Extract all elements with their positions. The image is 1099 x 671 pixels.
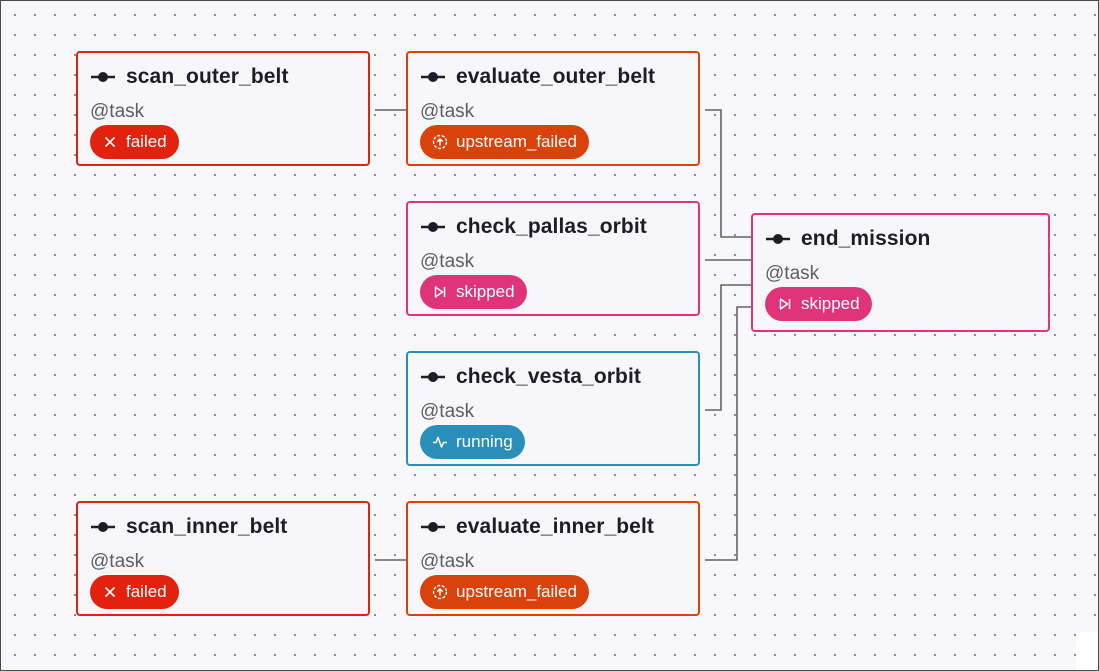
- task-decorator-label: @task: [420, 251, 475, 272]
- task-decorator-label: @task: [420, 551, 475, 572]
- task-node-icon: [421, 72, 445, 82]
- task-node-evaluate-inner-belt[interactable]: evaluate_inner_belt @task upstream_faile…: [406, 501, 700, 616]
- status-badge: skipped: [765, 287, 872, 321]
- status-badge: running: [420, 425, 525, 459]
- task-title: check_vesta_orbit: [456, 365, 641, 388]
- task-node-icon: [421, 222, 445, 232]
- edge-evaluate-inner-to-end: [705, 306, 752, 561]
- edge-evaluate-outer-to-end: [705, 109, 752, 238]
- status-badge: failed: [90, 575, 179, 609]
- status-badge: failed: [90, 125, 179, 159]
- task-decorator-label: @task: [90, 101, 145, 122]
- status-badge: upstream_failed: [420, 125, 589, 159]
- task-node-icon: [421, 372, 445, 382]
- task-node-check-vesta-orbit[interactable]: check_vesta_orbit @task running: [406, 351, 700, 466]
- skip-icon: [434, 286, 446, 298]
- task-decorator-label: @task: [765, 263, 820, 284]
- skip-icon: [779, 298, 791, 310]
- task-decorator-label: @task: [420, 401, 475, 422]
- task-node-scan-inner-belt[interactable]: scan_inner_belt @task failed: [76, 501, 370, 616]
- task-node-evaluate-outer-belt[interactable]: evaluate_outer_belt @task upstream_faile…: [406, 51, 700, 166]
- task-node-icon: [91, 72, 115, 82]
- canvas-corner: [1076, 632, 1098, 670]
- status-label: upstream_failed: [456, 132, 577, 151]
- task-title: end_mission: [801, 227, 931, 250]
- task-decorator-label: @task: [90, 551, 145, 572]
- status-label: upstream_failed: [456, 582, 577, 601]
- task-title: evaluate_inner_belt: [456, 515, 654, 538]
- upstream-failed-icon: [432, 584, 448, 600]
- task-node-check-pallas-orbit[interactable]: check_pallas_orbit @task skipped: [406, 201, 700, 316]
- task-node-icon: [766, 234, 790, 244]
- task-title: scan_inner_belt: [126, 515, 288, 538]
- status-badge: skipped: [420, 275, 527, 309]
- status-label: running: [456, 432, 513, 451]
- status-label: skipped: [456, 282, 515, 301]
- task-node-end-mission[interactable]: end_mission @task skipped: [751, 213, 1050, 332]
- x-icon: [104, 586, 116, 598]
- task-node-icon: [421, 522, 445, 532]
- status-label: failed: [126, 582, 167, 601]
- task-title: evaluate_outer_belt: [456, 65, 656, 88]
- status-label: failed: [126, 132, 167, 151]
- activity-icon: [433, 436, 447, 448]
- task-node-icon: [91, 522, 115, 532]
- task-title: scan_outer_belt: [126, 65, 289, 88]
- upstream-failed-icon: [432, 134, 448, 150]
- edge-vesta-to-end: [705, 284, 752, 411]
- status-badge: upstream_failed: [420, 575, 589, 609]
- status-label: skipped: [801, 294, 860, 313]
- task-node-scan-outer-belt[interactable]: scan_outer_belt @task failed: [76, 51, 370, 166]
- task-decorator-label: @task: [420, 101, 475, 122]
- x-icon: [104, 136, 116, 148]
- task-title: check_pallas_orbit: [456, 215, 647, 238]
